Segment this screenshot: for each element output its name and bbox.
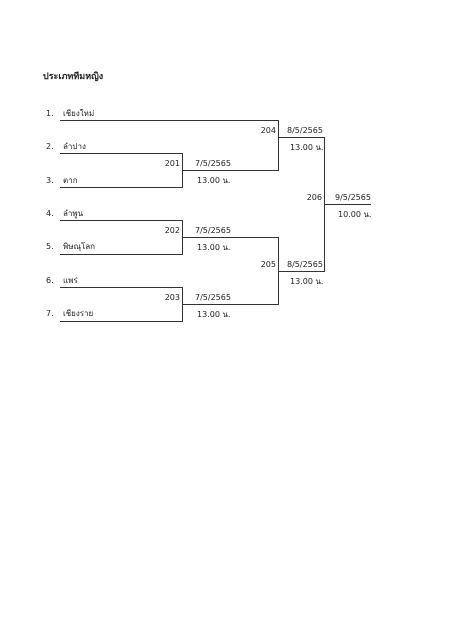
match-205-time: 13.00 น. xyxy=(290,277,324,286)
match-206-time: 10.00 น. xyxy=(338,210,372,219)
team-4-name: ลำพูน xyxy=(63,209,84,218)
team-3-number: 3. xyxy=(46,176,54,185)
match-201-id: 201 xyxy=(164,159,180,168)
team-4-number: 4. xyxy=(46,209,54,218)
team-7-name: เชียงราย xyxy=(63,309,94,318)
match-202-time: 13.00 น. xyxy=(197,243,231,252)
bracket-line-winner-202 xyxy=(182,237,278,238)
bracket-connector-204 xyxy=(278,120,279,171)
team-7-number: 7. xyxy=(46,309,54,318)
page-title: ประเภททีมหญิง xyxy=(43,72,104,82)
match-202-date: 7/5/2565 xyxy=(195,226,231,235)
match-203-time: 13.00 น. xyxy=(197,310,231,319)
match-201-date: 7/5/2565 xyxy=(195,159,231,168)
bracket-line-team-4 xyxy=(60,220,182,221)
team-5-number: 5. xyxy=(46,242,54,251)
bracket-line-winner-205 xyxy=(278,271,324,272)
bracket-line-champion xyxy=(324,204,371,205)
match-202-id: 202 xyxy=(164,226,180,235)
match-203-date: 7/5/2565 xyxy=(195,293,231,302)
match-204-time: 13.00 น. xyxy=(290,143,324,152)
team-2-number: 2. xyxy=(46,142,54,151)
match-201-time: 13.00 น. xyxy=(197,176,231,185)
bracket-line-team-1 xyxy=(60,120,278,121)
match-206-id: 206 xyxy=(306,193,322,202)
team-6-name: แพร่ xyxy=(63,276,78,285)
bracket-line-winner-204 xyxy=(278,137,324,138)
bracket-line-winner-203 xyxy=(182,304,278,305)
bracket-line-team-6 xyxy=(60,287,182,288)
team-3-name: ตาก xyxy=(63,176,78,185)
match-203-id: 203 xyxy=(164,293,180,302)
match-204-id: 204 xyxy=(260,126,276,135)
team-2-name: ลำปาง xyxy=(63,142,86,151)
team-1-name: เชียงใหม่ xyxy=(63,109,95,118)
match-205-date: 8/5/2565 xyxy=(287,260,323,269)
bracket-line-team-5 xyxy=(60,254,182,255)
match-204-date: 8/5/2565 xyxy=(287,126,323,135)
team-5-name: พิษณุโลก xyxy=(63,242,96,251)
bracket-line-team-7 xyxy=(60,321,182,322)
team-6-number: 6. xyxy=(46,276,54,285)
bracket-line-team-3 xyxy=(60,187,182,188)
team-1-number: 1. xyxy=(46,109,54,118)
match-206-date: 9/5/2565 xyxy=(335,193,371,202)
match-205-id: 205 xyxy=(260,260,276,269)
bracket-line-winner-201 xyxy=(182,170,278,171)
bracket-line-team-2 xyxy=(60,153,182,154)
